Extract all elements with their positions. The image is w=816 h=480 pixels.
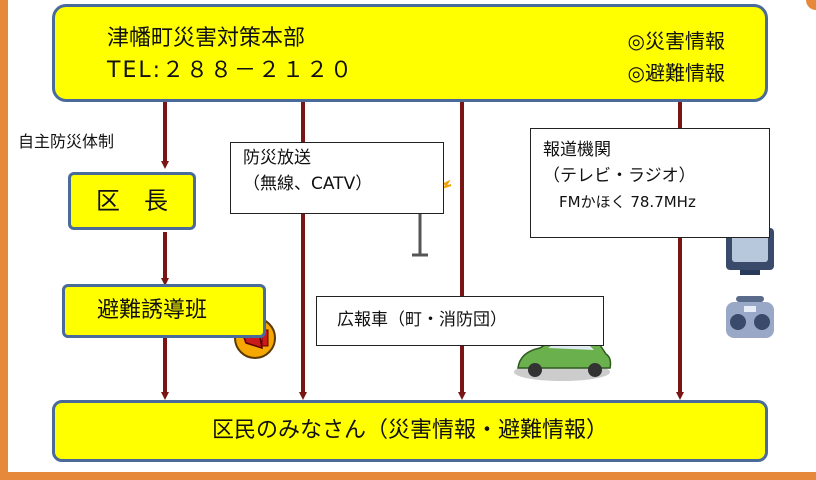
hq-title-block: 津幡町災害対策本部 TEL:２８８－２１２０ (107, 23, 354, 87)
media-title: 報道機関 (543, 140, 611, 160)
media-detail: （テレビ・ラジオ） (543, 166, 696, 186)
hq-info-evacuation: ◎避難情報 (627, 61, 725, 85)
hq-box: 津幡町災害対策本部 TEL:２８８－２１２０ ◎災害情報 ◎避難情報 (52, 4, 768, 102)
evac-team-box: 避難誘導班 (62, 284, 266, 338)
media-station: FMかほく 78.7MHz (559, 193, 696, 211)
radio-icon (726, 296, 774, 338)
hq-name: 津幡町災害対策本部 (107, 26, 306, 51)
tv-icon (726, 228, 774, 275)
evac-team-label: 避難誘導班 (97, 298, 208, 323)
pr-car-box: 広報車（町・消防団） (316, 296, 604, 346)
broadcast-detail: （無線、CATV） (243, 174, 373, 194)
ward-chief-label: 区 長 (96, 187, 168, 215)
broadcast-title: 防災放送 (243, 148, 311, 168)
broadcast-box: 防災放送 （無線、CATV） (230, 142, 444, 214)
self-defense-label: 自主防災体制 (18, 132, 115, 151)
residents-box: 区民のみなさん（災害情報・避難情報） (52, 400, 768, 462)
ward-chief-box: 区 長 (68, 172, 196, 230)
pr-car-label: 広報車（町・消防団） (337, 310, 507, 330)
frame-corner (806, 0, 816, 10)
residents-label: 区民のみなさん（災害情報・避難情報） (211, 418, 608, 443)
hq-tel: TEL:２８８－２１２０ (107, 58, 355, 83)
hq-info-block: ◎災害情報 ◎避難情報 (628, 25, 725, 89)
media-box: 報道機関 （テレビ・ラジオ） FMかほく 78.7MHz (530, 128, 770, 238)
hq-info-disaster: ◎災害情報 (627, 29, 725, 53)
